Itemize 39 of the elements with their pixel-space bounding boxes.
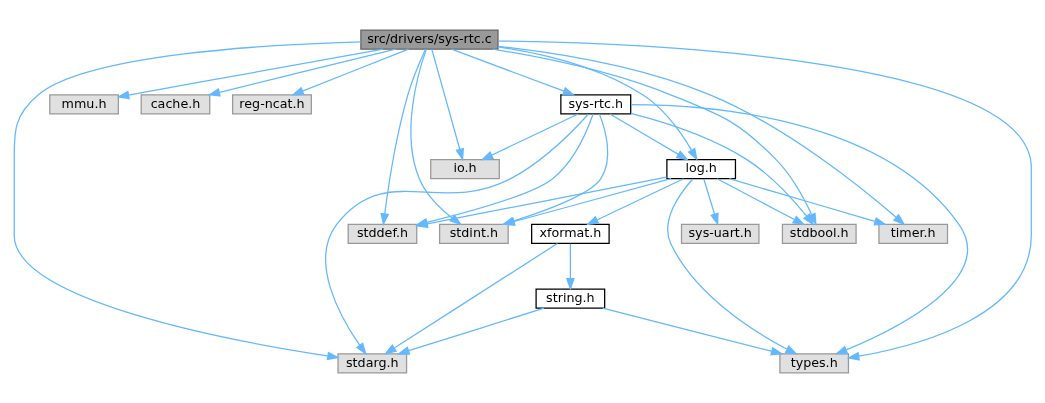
arrow	[497, 40, 1032, 361]
node-box: timer.h	[878, 223, 949, 245]
arrow	[609, 113, 689, 161]
arrow	[480, 113, 579, 161]
node-box: stddef.h	[347, 223, 418, 245]
node-box: cache.h	[140, 94, 211, 115]
arrow	[716, 178, 806, 226]
arrow	[501, 113, 609, 226]
arrow	[703, 178, 719, 226]
node-box: sys-uart.h	[680, 223, 760, 245]
arrow	[565, 243, 575, 291]
node-box: mmu.h	[49, 94, 119, 115]
arrow	[630, 104, 969, 355]
node-box: types.h	[779, 353, 850, 374]
node-box: stdarg.h	[337, 353, 408, 374]
node-box: sys-rtc.h	[560, 94, 632, 115]
node-box: xformat.h	[531, 223, 610, 245]
node-box: stdint.h	[438, 223, 509, 245]
arrow	[325, 113, 589, 356]
arrow	[602, 307, 784, 356]
arrow	[497, 46, 698, 161]
node-box: string.h	[535, 288, 606, 309]
arrow	[384, 242, 558, 355]
node-box: reg-ncat.h	[232, 94, 312, 115]
arrow	[667, 178, 798, 355]
arrow	[116, 48, 384, 100]
node-box: log.h	[666, 158, 737, 180]
arrow	[450, 48, 576, 96]
node-box: src/drivers/sys-rtc.c	[360, 29, 499, 50]
arrow	[207, 48, 397, 97]
arrow	[431, 48, 464, 162]
arrow	[13, 41, 362, 361]
arrow	[502, 178, 672, 226]
arrow	[291, 48, 410, 96]
node-box: io.h	[430, 158, 500, 180]
arrow	[586, 178, 685, 226]
arrow	[380, 48, 426, 226]
arrow	[396, 307, 545, 355]
node-box: stdbool.h	[781, 223, 857, 245]
